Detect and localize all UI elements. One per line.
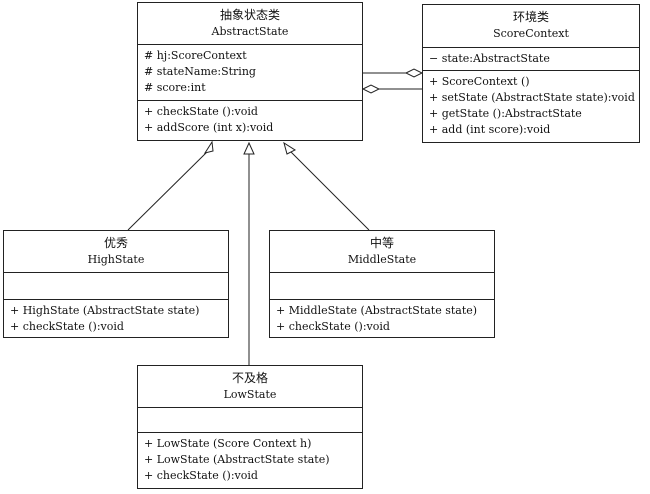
class-attributes: [4, 273, 228, 300]
aggregation-context-diamond: [404, 68, 424, 78]
generalization-high-arrowhead: [203, 140, 214, 154]
class-operations: + checkState ():void + addScore (int x):…: [138, 101, 362, 136]
class-cn-name: 中等: [369, 236, 394, 250]
operation: + HighState (AbstractState state): [10, 304, 200, 317]
generalization-middle-line: [289, 150, 370, 231]
operation: + add (int score):void: [429, 123, 551, 136]
attribute: # hj:ScoreContext: [144, 49, 247, 62]
class-attributes: # hj:ScoreContext # stateName:String # s…: [138, 45, 362, 101]
class-en-name: LowState: [223, 388, 277, 401]
class-cn-name: 优秀: [103, 236, 128, 250]
class-score-context[interactable]: 环境类 ScoreContext − state:AbstractState +…: [422, 4, 640, 143]
class-operations: + HighState (AbstractState state) + chec…: [4, 300, 228, 335]
attribute: # stateName:String: [144, 65, 256, 78]
class-operations: + LowState (Score Context h) + LowState …: [138, 433, 362, 484]
operation: + MiddleState (AbstractState state): [276, 304, 478, 317]
class-header: 抽象状态类 AbstractState: [138, 3, 362, 45]
operation: + checkState ():void: [10, 320, 124, 333]
operation: + checkState ():void: [144, 105, 258, 118]
class-en-name: AbstractState: [211, 25, 289, 38]
operation: + checkState ():void: [144, 469, 258, 482]
class-header: 中等 MiddleState: [270, 231, 494, 273]
class-header: 环境类 ScoreContext: [423, 5, 639, 48]
class-cn-name: 环境类: [512, 10, 549, 24]
operation: + checkState ():void: [276, 320, 390, 333]
class-en-name: ScoreContext: [493, 27, 569, 40]
class-en-name: HighState: [87, 253, 145, 266]
class-low-state[interactable]: 不及格 LowState + LowState (Score Context h…: [137, 365, 363, 489]
aggregation-state-diamond: [361, 84, 381, 94]
class-cn-name: 不及格: [231, 371, 268, 385]
class-operations: + ScoreContext () + setState (AbstractSt…: [423, 71, 639, 138]
class-attributes: − state:AbstractState: [423, 48, 639, 71]
class-abstract-state[interactable]: 抽象状态类 AbstractState # hj:ScoreContext # …: [137, 2, 363, 141]
class-attributes: [138, 408, 362, 433]
generalization-low-arrowhead: [243, 141, 255, 155]
class-en-name: MiddleState: [347, 253, 417, 266]
operation: + ScoreContext (): [429, 75, 530, 88]
class-high-state[interactable]: 优秀 HighState + HighState (AbstractState …: [3, 230, 229, 338]
operation: + LowState (Score Context h): [144, 437, 312, 450]
attribute: − state:AbstractState: [429, 52, 550, 65]
operation: + setState (AbstractState state):void: [429, 91, 635, 104]
generalization-middle-arrowhead: [283, 141, 297, 155]
class-middle-state[interactable]: 中等 MiddleState + MiddleState (AbstractSt…: [269, 230, 495, 338]
class-attributes: [270, 273, 494, 300]
class-header: 不及格 LowState: [138, 366, 362, 408]
operation: + LowState (AbstractState state): [144, 453, 330, 466]
generalization-high-line: [127, 149, 210, 231]
class-cn-name: 抽象状态类: [219, 8, 280, 22]
operation: + getState ():AbstractState: [429, 107, 582, 120]
attribute: # score:int: [144, 81, 206, 94]
class-header: 优秀 HighState: [4, 231, 228, 273]
class-operations: + MiddleState (AbstractState state) + ch…: [270, 300, 494, 335]
operation: + addScore (int x):void: [144, 121, 274, 134]
